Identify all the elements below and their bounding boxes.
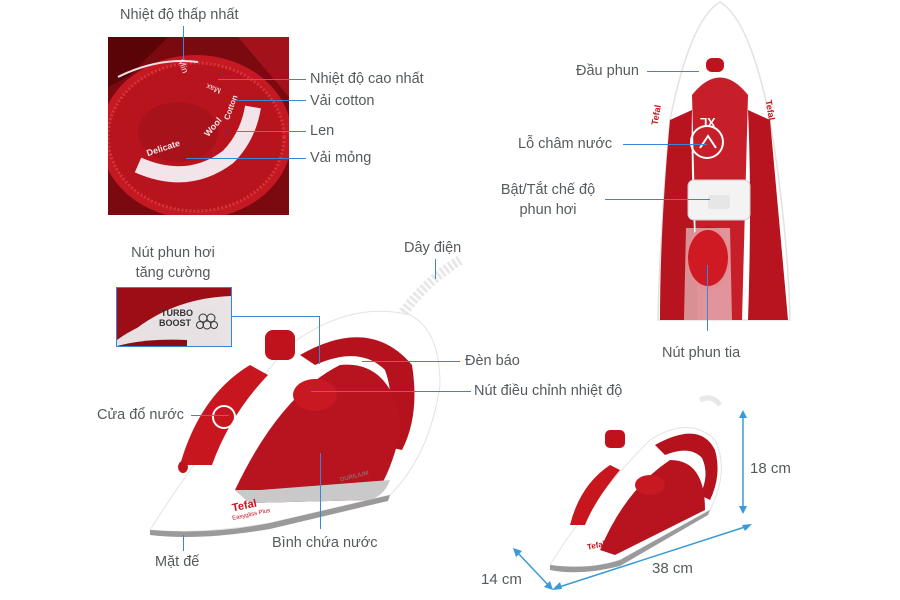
label-water-fill-door: Cửa đổ nước (97, 407, 184, 423)
leader-line (707, 265, 708, 331)
label-delicate: Vải mỏng (310, 150, 372, 166)
label-steam-toggle-line1: Bật/Tắt chế độ (500, 182, 596, 198)
height-dimension-label: 18 cm (750, 460, 791, 477)
label-water-drip-hole: Lỗ châm nước (518, 136, 613, 152)
leader-line (362, 361, 460, 362)
label-indicator-light: Đèn báo (465, 353, 520, 369)
label-cotton: Vải cotton (310, 93, 375, 109)
turbo-boost-closeup: TURBO BOOST (116, 287, 232, 347)
leader-line (183, 535, 184, 551)
label-wool: Len (310, 123, 335, 139)
marking-boost: BOOST (159, 318, 192, 328)
leader-line (218, 79, 306, 80)
label-turbo-button-line2: tăng cường (135, 265, 211, 281)
marking-turbo: TURBO (161, 308, 193, 318)
temperature-dial-closeup: Min Max Cotton Wool Delicate (108, 37, 289, 215)
leader-line (319, 316, 320, 364)
label-spray-button: Nút phun tia (662, 345, 741, 361)
label-power-cord: Dây điện (404, 240, 462, 256)
leader-line (236, 131, 306, 132)
leader-line (623, 144, 707, 145)
label-water-tank: Bình chứa nước (272, 535, 378, 551)
height-dimension-arrow (739, 410, 747, 514)
leader-line (231, 316, 319, 317)
length-dimension-label: 38 cm (652, 560, 693, 577)
label-soleplate: Mặt đế (155, 554, 200, 570)
leader-line (647, 71, 699, 72)
width-dimension-label: 14 cm (481, 571, 522, 588)
label-temp-dial: Nút điều chỉnh nhiệt độ (474, 383, 623, 399)
label-min-temp: Nhiệt độ thấp nhất (120, 7, 239, 23)
leader-line (605, 199, 710, 200)
iron-top-view (657, 1, 791, 321)
iron-side-view (149, 255, 463, 537)
label-max-temp: Nhiệt độ cao nhất (310, 71, 424, 87)
leader-line (183, 26, 184, 60)
dial-illustration (108, 37, 289, 215)
leader-line (435, 259, 436, 279)
leader-line (191, 415, 229, 416)
label-turbo-button-line1: Nút phun hơi (131, 245, 215, 261)
label-nozzle: Đầu phun (576, 63, 639, 79)
turbo-boost-illustration (117, 288, 231, 346)
leader-line (311, 391, 471, 392)
marking-xl: XL (700, 115, 716, 129)
length-dimension-arrow (552, 524, 752, 590)
leader-line (186, 158, 306, 159)
leader-line (320, 453, 321, 529)
leader-line (236, 100, 306, 101)
iron-dimension-view (549, 395, 723, 573)
width-dimension-arrow (513, 548, 553, 590)
label-steam-toggle-line2: phun hơi (519, 202, 577, 218)
